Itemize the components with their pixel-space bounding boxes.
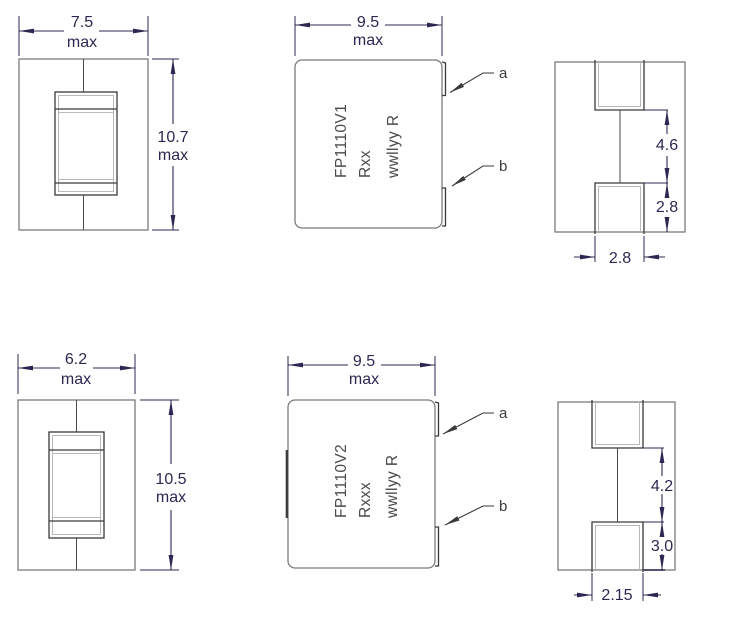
view-fp1110v2-side: 9.5 max FP1110V2 Rxxx wwllyy R a b — [285, 353, 508, 569]
dim-v1-pad-gap: 4.6 — [644, 109, 678, 184]
v1-terminal-b-label: b — [499, 158, 507, 175]
dim-v1-height: 10.7 max — [152, 58, 189, 231]
v2-side-width-qualifier: max — [349, 371, 379, 388]
v2-back-body — [557, 401, 676, 571]
dim-v2-pad-width: 2.15 — [574, 573, 661, 604]
dim-v1-side-width: 9.5 max — [294, 14, 443, 56]
v1-pad-height-value: 2.8 — [656, 199, 678, 216]
v2-side-body — [287, 399, 436, 569]
view-fp1110v2-back: 4.2 3.0 2.15 — [557, 400, 676, 604]
v2-marking-datecode: wwllyy R — [384, 455, 401, 519]
v1-terminal-bands-light — [58, 112, 114, 180]
v2-width-qualifier: max — [61, 371, 91, 388]
v2-side-width-value: 9.5 — [353, 353, 375, 370]
v1-width-qualifier: max — [67, 34, 97, 51]
v1-width-value: 7.5 — [71, 14, 93, 31]
v1-terminal-b-tab — [442, 187, 447, 227]
v1-side-body — [294, 59, 443, 229]
dim-v1-pad-height: 2.8 — [656, 183, 678, 232]
v1-pad-gap-value: 4.6 — [656, 137, 678, 154]
v2-terminal-a-label: a — [499, 405, 508, 422]
view-fp1110v1-back: 4.6 2.8 2.8 — [554, 60, 686, 267]
v1-pad-b — [594, 182, 645, 234]
v2-marking-type: FP1110V2 — [333, 444, 350, 518]
v2-marking: FP1110V2 Rxxx wwllyy R — [333, 444, 401, 519]
view-fp1110v1-side: 9.5 max FP1110V1 Rxx wwllyy R a b — [294, 14, 508, 229]
dim-v2-height: 10.5 max — [140, 399, 187, 571]
v2-width-value: 6.2 — [65, 351, 87, 368]
dim-v2-pad-height: 3.0 — [643, 522, 673, 571]
v2-height-qualifier: max — [156, 489, 186, 506]
v2-terminal-bands-light — [52, 453, 101, 518]
v2-core-inner — [52, 435, 101, 535]
v1-back-body — [554, 61, 686, 233]
v1-terminal-bands — [55, 108, 117, 184]
v1-height-qualifier: max — [158, 147, 188, 164]
v1-leader-b: b — [451, 158, 507, 187]
dim-v2-side-width: 9.5 max — [287, 353, 436, 396]
v2-leader-a: a — [442, 405, 508, 435]
v1-pad-a — [594, 60, 645, 111]
v1-pad-width-value: 2.8 — [609, 250, 631, 267]
v1-height-value: 10.7 — [157, 129, 188, 146]
v1-marking-datecode: wwllyy R — [385, 115, 402, 179]
v2-terminal-b-label: b — [499, 498, 507, 515]
v1-side-width-value: 9.5 — [357, 14, 379, 31]
v2-core-outline — [48, 431, 105, 539]
v1-marking: FP1110V1 Rxx wwllyy R — [333, 104, 402, 179]
v1-marking-value: Rxx — [357, 150, 374, 178]
v1-marking-type: FP1110V1 — [333, 104, 350, 178]
v1-terminal-a-label: a — [499, 65, 508, 82]
view-fp1110v1-front: 7.5 max 10.7 max — [18, 14, 189, 231]
v2-terminal-a-tab — [434, 401, 440, 437]
v1-core-inner — [58, 95, 114, 192]
v2-pad-width-value: 2.15 — [601, 587, 632, 604]
v1-leader-a: a — [449, 65, 508, 93]
v2-pad-height-value: 3.0 — [651, 538, 673, 555]
dim-v2-width: 6.2 max — [17, 351, 136, 394]
v1-core-outline — [54, 91, 118, 196]
v2-pad-b — [591, 521, 644, 572]
v2-pad-a — [591, 400, 644, 449]
view-fp1110v2-front: 6.2 max 10.5 max — [17, 351, 187, 571]
v2-marking-value: Rxxx — [357, 482, 374, 518]
v2-terminal-b-tab — [435, 526, 440, 567]
v2-pad-gap-value: 4.2 — [651, 478, 673, 495]
v2-height-value: 10.5 — [155, 471, 186, 488]
v1-terminal-a-tab — [441, 61, 447, 97]
dim-v2-pad-gap: 4.2 — [643, 447, 673, 523]
dim-v1-pad-width: 2.8 — [574, 236, 665, 267]
v1-side-width-qualifier: max — [353, 32, 383, 49]
dim-v1-width: 7.5 max — [18, 14, 149, 56]
v2-terminal-bands — [49, 449, 104, 522]
v2-leader-b: b — [444, 498, 507, 526]
